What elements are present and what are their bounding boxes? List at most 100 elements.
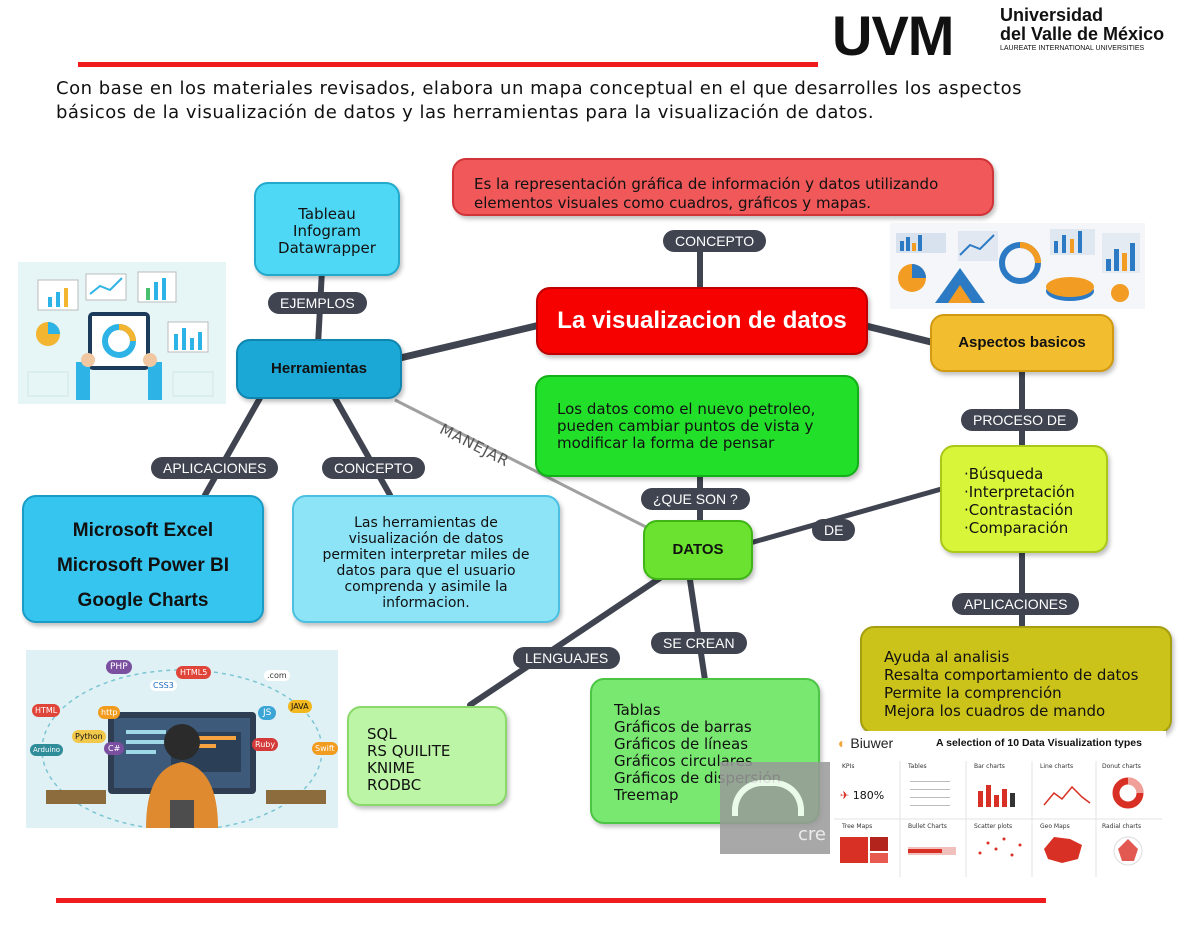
tag-http: http xyxy=(98,706,121,719)
analytics-illustration xyxy=(18,262,226,404)
apps-left-box: Microsoft Excel Microsoft Power BI Googl… xyxy=(22,495,264,623)
uvm-logo: UVM xyxy=(832,4,954,67)
instructions-line-1: Con base en los materiales revisados, el… xyxy=(56,78,1022,99)
aplicacion-item: Resalta comportamiento de datos xyxy=(884,666,1139,684)
tag-ruby: Ruby xyxy=(252,738,279,751)
tag-html5: HTML5 xyxy=(176,666,212,679)
header-red-line xyxy=(78,62,818,67)
herr-concept-line: permiten interpretar miles de xyxy=(322,547,530,563)
datos-def-line: Los datos como el nuevo petroleo, xyxy=(557,400,816,418)
biuwer-kpi-value: ✈ 180% xyxy=(840,789,884,802)
line-aplic-left xyxy=(202,395,263,498)
ejemplos-label: EJEMPLOS xyxy=(268,292,367,314)
coding-illustration-svg xyxy=(41,669,326,828)
proceso-item: ·Contrastación xyxy=(964,501,1074,519)
datos-def-line: modificar la forma de pensar xyxy=(557,434,775,452)
gray-overlay: cre xyxy=(720,762,850,854)
concept-line-2: elementos visuales como cuadros, gráfico… xyxy=(474,193,872,212)
herr-concept-line: informacion. xyxy=(382,595,470,611)
tag-java: JAVA xyxy=(288,700,312,713)
aspectos-box: Aspectos basicos xyxy=(930,314,1114,372)
biuwer-cell-label: Tree Maps xyxy=(842,823,873,830)
tag-php: PHP xyxy=(106,660,132,674)
aplicacion-item: Mejora los cuadros de mando xyxy=(884,702,1106,720)
tag-csharp: C# xyxy=(104,742,125,755)
university-line-1: Universidad xyxy=(1000,5,1104,25)
university-name: Universidad del Valle de México LAUREATE… xyxy=(1000,6,1164,54)
tag-html: HTML xyxy=(32,704,61,717)
concepto-label: CONCEPTO xyxy=(663,230,767,252)
biuwer-title: A selection of 10 Data Visualization typ… xyxy=(936,737,1142,749)
datos-def-line: pueden cambiar puntos de vista y xyxy=(557,417,814,435)
de-label: DE xyxy=(812,519,856,541)
se-crean-label: SE CREAN xyxy=(651,632,747,654)
coding-illustration: PHP HTML5 CSS3 HTML JS JAVA Python C# Sw… xyxy=(26,650,338,828)
kpi-value: 180% xyxy=(852,789,885,802)
lenguajes-label: LENGUAJES xyxy=(513,647,621,669)
infographic-strip-svg xyxy=(896,229,1140,303)
aspectos-title: Aspectos basicos xyxy=(958,334,1086,351)
biuwer-cell-label: KPIs xyxy=(842,763,855,770)
herr-concept-line: visualización de datos xyxy=(348,531,504,547)
analytics-illustration-svg xyxy=(27,271,214,400)
biuwer-icon: ◐ xyxy=(838,735,847,751)
herr-concept-line: comprenda y asimile la xyxy=(344,579,508,595)
crea-item: Gráficos de barras xyxy=(614,718,752,736)
tag-js: JS xyxy=(258,706,277,720)
lenguaje-item: RODBC xyxy=(367,776,422,794)
que-son-label: ¿QUE SON ? xyxy=(641,488,750,510)
aplicacion-item: Ayuda al analisis xyxy=(884,648,1010,666)
herramientas-title: Herramientas xyxy=(271,360,367,377)
biuwer-logo: ◐ Biuwer xyxy=(838,735,893,751)
footer-red-line xyxy=(56,898,1046,903)
proceso-item: ·Comparación xyxy=(964,519,1069,537)
app-item: Microsoft Power BI xyxy=(56,555,230,576)
datos-box: DATOS xyxy=(643,520,753,580)
overlay-text: cre xyxy=(798,824,826,845)
biuwer-brand: Biuwer xyxy=(850,735,894,751)
proceso-label: PROCESO DE xyxy=(961,409,1079,431)
line-lenguajes xyxy=(467,575,663,708)
tag-css3: CSS3 xyxy=(150,680,177,691)
aplicaciones-right-box: Ayuda al analisis Resalta comportamiento… xyxy=(860,626,1172,734)
line-main-herramientas xyxy=(396,321,544,362)
aplicaciones-left-label: APLICACIONES xyxy=(151,457,279,479)
tag-arduino: Arduino xyxy=(30,744,64,756)
lenguaje-item: KNIME xyxy=(367,759,415,777)
proceso-item: ·Interpretación xyxy=(964,483,1075,501)
biuwer-cell-label: Radial charts xyxy=(1102,823,1142,830)
app-item: Microsoft Excel xyxy=(72,520,214,541)
proceso-item: ·Búsqueda xyxy=(964,465,1044,483)
lenguajes-box: SQL RS QUILITE KNIME RODBC xyxy=(347,706,507,806)
kpi-arrow-icon: ✈ xyxy=(840,789,850,802)
biuwer-cell-label: Donut charts xyxy=(1102,763,1141,770)
lenguaje-item: RS QUILITE xyxy=(367,742,451,760)
biuwer-cell-label: Bullet Charts xyxy=(908,823,947,830)
app-item: Google Charts xyxy=(77,590,209,611)
concept-line-1: Es la representación gráfica de informac… xyxy=(474,175,939,193)
main-title-box: La visualizacion de datos xyxy=(536,287,868,355)
ejemplo-item: Datawrapper xyxy=(278,239,376,257)
herramientas-concept-box: Las herramientas de visualización de dat… xyxy=(292,495,560,623)
tag-com: .com xyxy=(264,670,290,681)
line-se-crean xyxy=(687,577,708,683)
crea-item: Gráficos de líneas xyxy=(614,735,749,753)
datos-definition-box: Los datos como el nuevo petroleo, pueden… xyxy=(535,375,859,477)
laureate-line: LAUREATE INTERNATIONAL UNIVERSITIES xyxy=(1000,45,1145,52)
biuwer-cell-label: Bar charts xyxy=(974,763,1005,770)
crea-item: Gráficos circulares xyxy=(614,752,753,770)
herr-concept-line: Las herramientas de xyxy=(354,515,498,531)
line-manejar xyxy=(394,398,653,532)
instructions-line-2: básicos de la visualización de datos y l… xyxy=(56,102,875,123)
biuwer-cell-label: Geo Maps xyxy=(1040,823,1070,830)
biuwer-cell-label: Line charts xyxy=(1040,763,1074,770)
infographic-strip xyxy=(890,223,1145,309)
biuwer-cell-label: Scatter plots xyxy=(974,823,1013,830)
line-de xyxy=(747,485,948,546)
concept-definition-box: Es la representación gráfica de informac… xyxy=(452,158,994,216)
aplicaciones-right-label: APLICACIONES xyxy=(952,593,1080,615)
instructions: Con base en los materiales revisados, el… xyxy=(56,77,1022,125)
tag-python: Python xyxy=(72,730,106,743)
line-concepto-left xyxy=(332,395,393,498)
line-main-aspectos xyxy=(858,321,939,347)
